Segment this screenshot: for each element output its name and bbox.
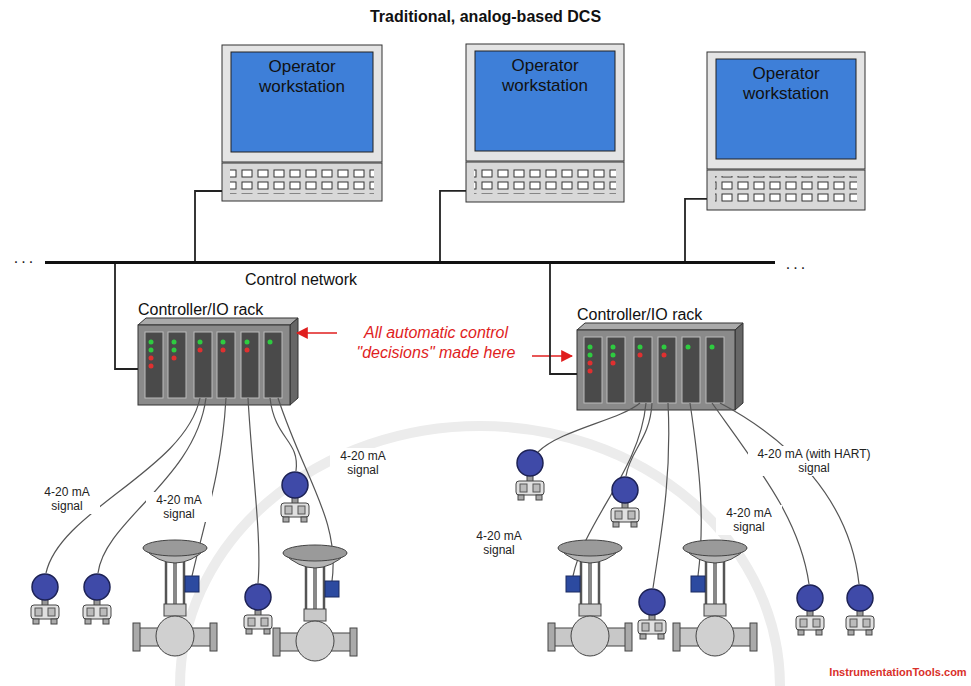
diagram-title: Traditional, analog-based DCS xyxy=(0,8,971,26)
signal-label: 4-20 mA signal xyxy=(466,528,532,558)
signal-label: 4-20 mA (with HART) signal xyxy=(748,446,880,476)
rack-label: Controller/IO rack xyxy=(577,306,702,324)
rack-label: Controller/IO rack xyxy=(138,301,263,319)
workstation-label: Operator workstation xyxy=(475,56,615,96)
network-link xyxy=(440,191,466,261)
workstation-label: Operator workstation xyxy=(716,64,856,104)
watermark: InstrumentationTools.com xyxy=(826,664,970,680)
network-link xyxy=(115,264,138,369)
signal-label: 4-20 mA signal xyxy=(146,492,212,522)
controller-rack: Controller/IO rack xyxy=(138,325,290,405)
workstation-drawing xyxy=(222,44,865,210)
rack-drawing xyxy=(138,318,743,410)
operator-workstation: Operator workstation xyxy=(707,52,865,210)
callout-note: All automatic control "decisions" made h… xyxy=(340,322,532,364)
network-link xyxy=(685,199,707,261)
signal-label: 4-20 mA signal xyxy=(330,448,396,478)
workstation-label: Operator workstation xyxy=(231,57,373,97)
watermark-arc xyxy=(180,426,780,686)
ellipsis: ... xyxy=(6,250,44,266)
controller-rack: Controller/IO rack xyxy=(577,330,735,410)
operator-workstation: Operator workstation xyxy=(222,45,382,202)
signal-label: 4-20 mA signal xyxy=(34,484,100,514)
ellipsis: ... xyxy=(778,256,816,272)
field-devices xyxy=(31,450,874,661)
operator-workstation: Operator workstation xyxy=(466,44,624,202)
signal-label: 4-20 mA signal xyxy=(716,505,782,535)
network-link xyxy=(195,191,222,261)
network-label: Control network xyxy=(245,271,357,289)
control-network: Control network xyxy=(45,261,775,264)
network-link xyxy=(550,264,577,374)
